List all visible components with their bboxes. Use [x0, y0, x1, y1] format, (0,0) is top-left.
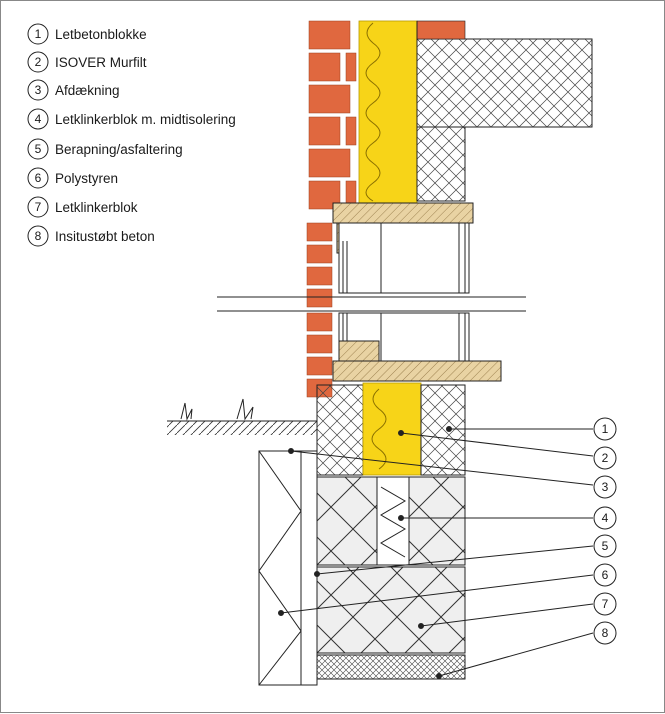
inner-leaf-and-slab — [416, 20, 593, 202]
brick-outer-leaf — [306, 20, 357, 398]
callout-1: 1 — [593, 417, 617, 441]
brick — [308, 20, 351, 50]
legend-item: 2 ISOVER Murfilt — [27, 51, 147, 73]
legend-item: 3 Afdækning — [27, 79, 120, 101]
brick — [345, 52, 357, 82]
brick — [306, 266, 333, 286]
legend-item: 6 Polystyren — [27, 167, 118, 189]
svg-text:1: 1 — [602, 422, 609, 436]
brick — [308, 148, 351, 178]
brick — [306, 222, 333, 242]
brick — [306, 288, 333, 308]
window-frame — [338, 222, 470, 362]
legend-label: ISOVER Murfilt — [55, 55, 147, 70]
svg-text:6: 6 — [35, 171, 42, 185]
legend-label: Insitustøbt beton — [55, 229, 155, 244]
svg-text:3: 3 — [602, 480, 609, 494]
brick — [306, 356, 333, 376]
callout-4: 4 — [593, 506, 617, 530]
callout-5: 5 — [593, 534, 617, 558]
svg-text:4: 4 — [35, 112, 42, 126]
legend-item: 7 Letklinkerblok — [27, 196, 138, 218]
brick — [306, 244, 333, 264]
svg-text:1: 1 — [35, 27, 42, 41]
break-lines — [217, 296, 526, 312]
callout-3: 3 — [593, 475, 617, 499]
legend: 1 Letbetonblokke 2 ISOVER Murfilt 3 Afdæ… — [27, 23, 236, 247]
svg-text:8: 8 — [602, 626, 609, 640]
callout-7: 7 — [593, 592, 617, 616]
callout-8: 8 — [593, 621, 617, 645]
svg-text:2: 2 — [35, 55, 42, 69]
legend-item: 8 Insitustøbt beton — [27, 225, 155, 247]
legend-item: 4 Letklinkerblok m. midtisolering — [27, 108, 236, 130]
brick — [308, 84, 351, 114]
legend-item: 5 Berapning/asfaltering — [27, 138, 183, 160]
brick — [345, 116, 357, 146]
callout-leaders — [278, 426, 594, 679]
legend-label: Polystyren — [55, 171, 118, 186]
svg-text:5: 5 — [35, 142, 42, 156]
svg-text:7: 7 — [35, 200, 42, 214]
brick — [308, 116, 341, 146]
cavity-insulation — [358, 20, 418, 220]
svg-text:2: 2 — [602, 451, 609, 465]
legend-label: Afdækning — [55, 83, 120, 98]
svg-text:8: 8 — [35, 229, 42, 243]
svg-text:4: 4 — [602, 511, 609, 525]
legend-item: 1 Letbetonblokke — [27, 23, 147, 45]
brick — [306, 312, 333, 332]
brick — [306, 334, 333, 354]
brick — [308, 52, 341, 82]
callout-6: 6 — [593, 563, 617, 587]
callout-markers: 1 2 3 4 5 6 7 8 — [593, 417, 617, 645]
svg-text:3: 3 — [35, 83, 42, 97]
legend-label: Berapning/asfaltering — [55, 142, 183, 157]
legend-label: Letklinkerblok — [55, 200, 138, 215]
ground — [167, 398, 317, 435]
legend-label: Letklinkerblok m. midtisolering — [55, 112, 236, 127]
callout-2: 2 — [593, 446, 617, 470]
legend-label: Letbetonblokke — [55, 27, 147, 42]
svg-text:7: 7 — [602, 597, 609, 611]
svg-text:6: 6 — [602, 568, 609, 582]
svg-text:5: 5 — [602, 539, 609, 553]
foundation — [258, 382, 466, 686]
window-sill — [332, 360, 502, 382]
